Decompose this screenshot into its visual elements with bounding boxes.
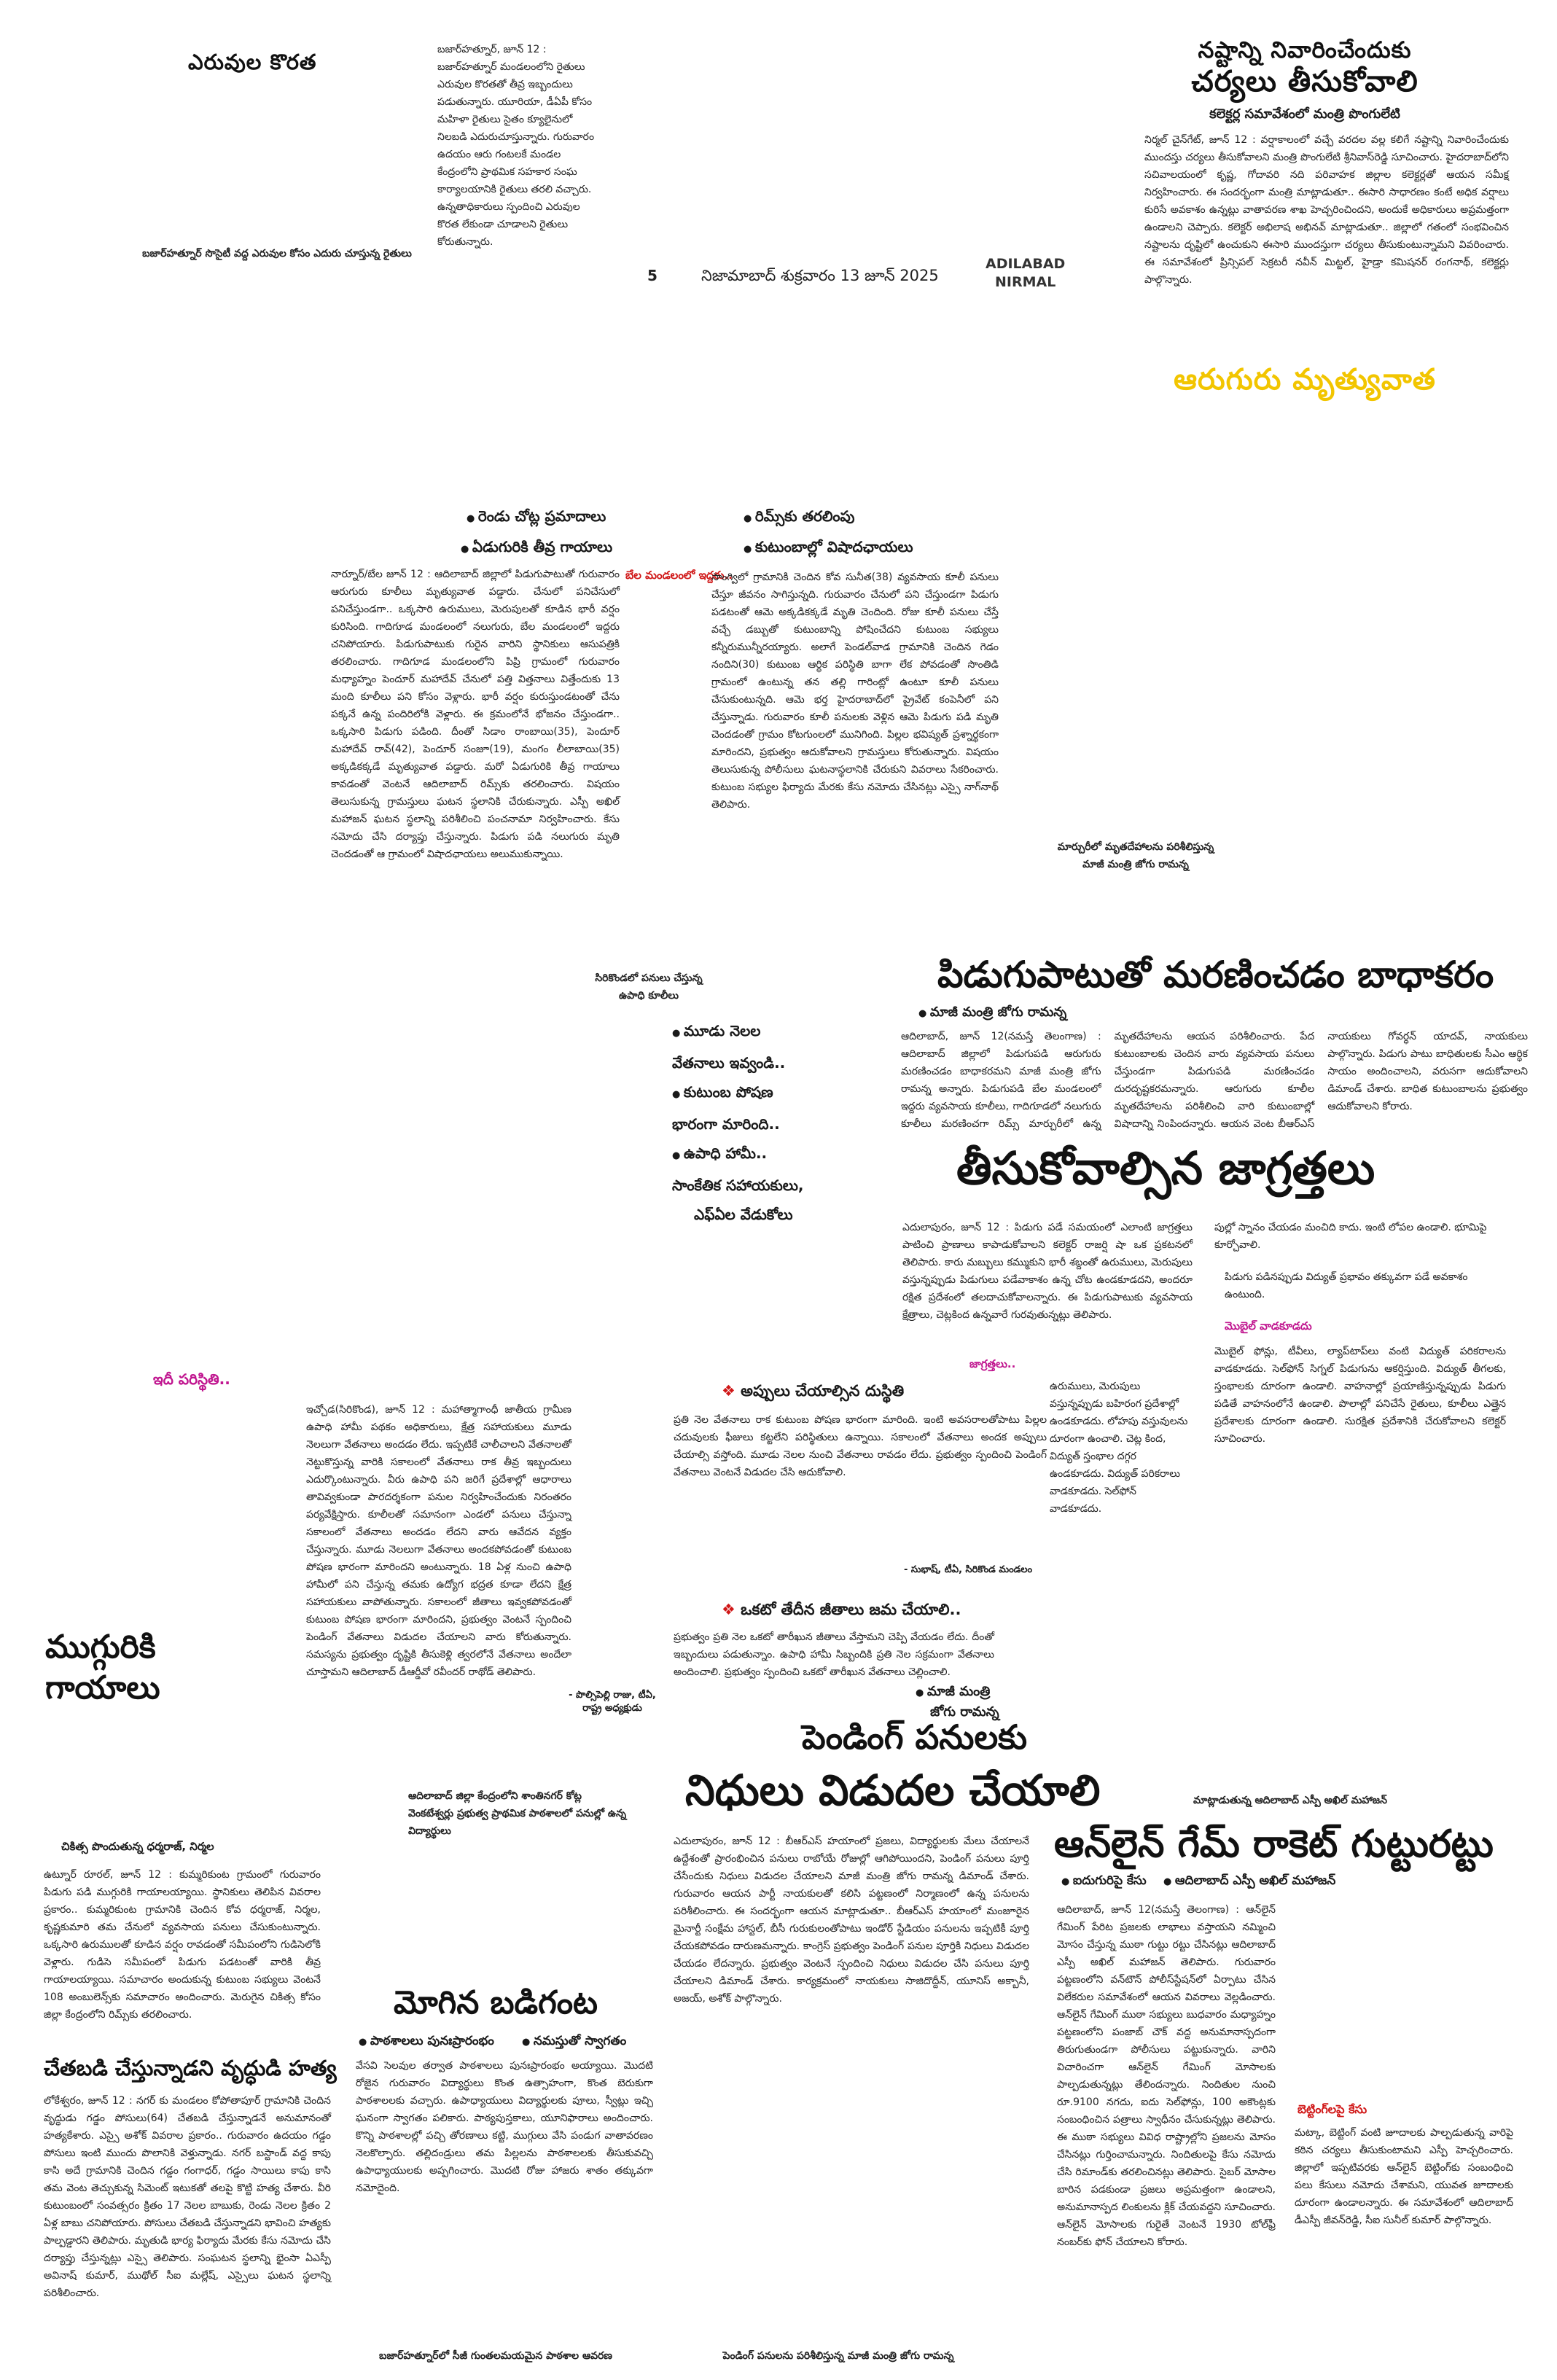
pending-caption: పెండింగ్ పనులను పరిశీలిస్తున్న మాజీ మంత్… xyxy=(722,2350,954,2362)
workers-photo-caption: సిరికొండలో పనులు చేస్తున్న ఉపాధి కూలీలు xyxy=(595,972,703,1002)
online-bullet-2: ఆదిలాబాద్ ఎస్పీ అఖిల్ మహాజన్ xyxy=(1163,1873,1335,1891)
pending-title-2: నిధులు విడుదల చేయాలి xyxy=(685,1766,1101,1815)
rims-bullet-2: కుటుంబాల్లో విషాదఛాయలు xyxy=(744,538,913,559)
online-body: ఆదిలాబాద్, జూన్ 12(నమస్తే తెలంగాణ) : ఆన్… xyxy=(1057,1904,1276,2248)
pidugu-body: ఆదిలాబాద్, జూన్ 12(నమస్తే తెలంగాణ) : ఆది… xyxy=(901,1031,1528,1130)
pidugu-byline: మాజీ మంత్రి జోగు రామన్న xyxy=(918,1004,1066,1023)
murder-title: చేతబడి చేస్తున్నాడని వృద్ధుడి హత్య xyxy=(44,2056,337,2080)
bell-bullet-2: నమస్తుతో స్వాగతం xyxy=(522,2034,626,2051)
precautions-right-1: పుల్లో స్నానం చేయడం మంచిది కాదు. ఇంటి లో… xyxy=(1214,1222,1487,1251)
losses-headline: నష్టాన్ని నివారించేందుకు చర్యలు తీసుకోవా… xyxy=(1123,36,1487,99)
bell-body: వేసవి సెలవుల తర్వాత పాఠశాలలు పునఃప్రారంభ… xyxy=(356,2060,653,2194)
accidents-body: నార్నూర్/బేల జూన్ 12 : ఆదిలాబాద్ జిల్లాల… xyxy=(331,569,620,860)
losses-subtitle: కలెక్టర్ల సమావేశంలో మంత్రి పొంగులేటి xyxy=(1209,106,1400,122)
upadhi-line-4: భారంగా మారింది.. xyxy=(672,1115,780,1133)
deaths-heading: ఆరుగురు మృత్యువాత xyxy=(1174,363,1436,397)
upadhi-line-7: ఎఫ్‌ఏల వేడుకోలు xyxy=(694,1206,793,1223)
pending-byline-2: జోగు రామన్న xyxy=(930,1704,999,1720)
pidugu-title: పిడుగుపాటుతో మరణించడం బాధాకరం xyxy=(937,953,1494,996)
pending-byline-1: మాజీ మంత్రి xyxy=(926,1684,991,1699)
precautions-right-3: మొబైల్ ఫోన్లు, టీవీలు, ల్యాప్‌టాప్‌లు వం… xyxy=(1214,1346,1506,1445)
online-title: ఆన్‌లైన్ గేమ్ రాకెట్ గుట్టురట్టు xyxy=(1054,1822,1494,1866)
accidents-bullet-1: రెండు చోట్ల ప్రమాదాలు xyxy=(467,507,606,528)
jobs-head-text: ఒకటో తేదీన జీతాలు జమ చేయాలి.. xyxy=(741,1601,961,1618)
debts-credit: - సుభాష్, టీఏ, సిరికొండ మండలం xyxy=(904,1564,1033,1575)
debts-head-text: అప్పులు చేయాల్సిన దుస్థితి xyxy=(741,1382,905,1400)
precautions-right-2: పిడుగు పడినప్పుడు విద్యుత్ ప్రభావం తక్కు… xyxy=(1225,1271,1468,1300)
dateline: నిజామాబాద్ శుక్రవారం 13 జూన్ 2025 xyxy=(701,267,939,284)
online-body-2: మట్కా, బెట్టింగ్ వంటి జూదాలకు పాల్పడుతున… xyxy=(1295,2127,1513,2226)
jobs-star-icon: ❖ xyxy=(722,1601,741,1618)
upadhi-line-5: ఉపాధి హామీ.. xyxy=(672,1139,804,1171)
bell-title: మోగిన బడిగంట xyxy=(394,1984,598,2021)
jobs-head: ❖ ఒకటో తేదీన జీతాలు జమ చేయాలి.. xyxy=(722,1601,961,1623)
bell-caption: బజార్‌హత్నూర్‌లో సీజీ గుంతలమయమైన పాఠశాల … xyxy=(379,2350,612,2362)
losses-title-1: నష్టాన్ని నివారించేందుకు xyxy=(1198,37,1412,63)
online-bullet-1: ఐదుగురిపై కేసు xyxy=(1061,1873,1147,1891)
precautions-title: తీసుకోవాల్సిన జాగ్రత్తలు xyxy=(956,1142,1375,1195)
rims-bullet-1: రిమ్స్‌కు తరలింపు xyxy=(744,507,855,528)
precautions-body: ఎదులాపురం, జూన్ 12 : పిడుగు పడే సమయంలో ఎ… xyxy=(902,1222,1193,1321)
upadhi-line-3: కుటుంబ పోషణ xyxy=(672,1077,804,1109)
debts-head: ❖ అప్పులు చేయాల్సిన దుస్థితి xyxy=(722,1382,904,1404)
jobs-credit: - పొల్సిపెల్లి రాజు, టీఏ, రాష్ట్ర అధ్యక్… xyxy=(569,1690,656,1714)
online-kicker: బెట్టింగ్‌లపై కేసు xyxy=(1298,2102,1367,2116)
upadhi-line-2: వేతనాలు ఇవ్వండి.. xyxy=(672,1054,786,1072)
online-photo-caption: మాట్లాడుతున్న ఆదిలాబాద్ ఎస్పీ అఖిల్ మహాజ… xyxy=(1193,1795,1387,1806)
minister-photo-caption: మార్చురీలో మృతదేహాలను పరిశీలిస్తున్న మాజ… xyxy=(1057,841,1214,870)
precautions-kicker: జాగ్రత్తలు.. xyxy=(969,1357,1016,1370)
page-number: 5 xyxy=(647,267,657,284)
losses-body: నిర్మల్ చైన్‌గేట్, జూన్ 12 : వర్షాకాలంలో… xyxy=(1144,134,1509,286)
collector-photo-caption: ఆదిలాబాద్ జిల్లా కేంద్రంలోని శాంతినగర్ క… xyxy=(408,1790,627,1837)
accidents-bullet-2: ఏడుగురికి తీవ్ర గాయాలు xyxy=(461,538,612,559)
upadhi-block: మూడు నెలల వేతనాలు ఇవ్వండి.. కుటుంబ పోషణ … xyxy=(672,1016,804,1229)
fertilizer-caption: బజార్‌హత్నూర్ సొసైటీ వద్ద ఎరువుల కోసం ఎద… xyxy=(142,248,412,260)
three-injured-line-2: గాయాలు xyxy=(45,1669,160,1706)
debts-body: ప్రతి నెల వేతనాలు రాక కుటుంబ పోషణ భారంగా… xyxy=(674,1414,1047,1478)
three-injured-line-1: ముగ్గురికి xyxy=(45,1628,156,1666)
bell-bullet-1: పాఠశాలలు పునఃప్రారంభం xyxy=(359,2034,494,2051)
pending-title-1: పెండింగ్ పనులకు xyxy=(802,1717,1027,1757)
edition-label: ADILABAD NIRMAL xyxy=(986,255,1065,292)
fertilizer-body: బజార్‌హత్నూర్, జూన్ 12 : బజార్‌హత్నూర్ మ… xyxy=(437,44,595,248)
murder-body: లోకేశ్వరం, జూన్ 12 : నగర్ కు మండలం కోపోత… xyxy=(44,2095,331,2299)
pending-body: ఎదులాపురం, జూన్ 12 : బీఆర్ఎస్ హయాంలో ప్ర… xyxy=(674,1835,1030,2005)
injury-caption: చికిత్స పొందుతున్న ధర్మరాజ్, నిర్మల xyxy=(61,1840,214,1853)
wage-body: ఇచ్చోడ(సిరికొండ), జూన్ 12 : మహాత్మాగాంధీ… xyxy=(306,1404,571,1678)
rims-kicker: బేల మండలంలో ఇద్దరు.. xyxy=(625,569,733,582)
situation-kicker: ఇదీ పరిస్థితి.. xyxy=(153,1370,230,1388)
pending-byline: మాజీ మంత్రి xyxy=(916,1681,991,1704)
precautions-kicker-2: మొబైల్ వాడకూడదు xyxy=(1225,1319,1312,1333)
losses-title-2: చర్యలు తీసుకోవాలి xyxy=(1191,65,1419,98)
edition-line-2: NIRMAL xyxy=(995,274,1056,290)
rims-body: సాంగ్విలో గ్రామానికి చెందిన కోవ సునీత(38… xyxy=(711,571,999,811)
upadhi-line-6: సాంకేతిక సహాయకులు, xyxy=(672,1177,804,1194)
upadhi-line-1: మూడు నెలల xyxy=(672,1016,804,1048)
three-injured-headline: ముగ్గురికి గాయాలు xyxy=(45,1627,160,1709)
jobs-body: ప్రభుత్వం ప్రతి నెల ఒకటో తారీఖున జీతాలు … xyxy=(674,1631,994,1678)
precautions-list: ఉరుములు, మెరుపులు వస్తున్నప్పుడు బహిరంగ … xyxy=(1050,1381,1188,1515)
fertilizer-title: ఎరువుల కొరత xyxy=(188,50,317,74)
debts-star-icon: ❖ xyxy=(722,1382,741,1400)
edition-line-1: ADILABAD xyxy=(986,256,1066,272)
injury-body: ఉట్నూర్ రూరల్, జూన్ 12 : కుమ్మరికుంట గ్ర… xyxy=(44,1869,321,2021)
